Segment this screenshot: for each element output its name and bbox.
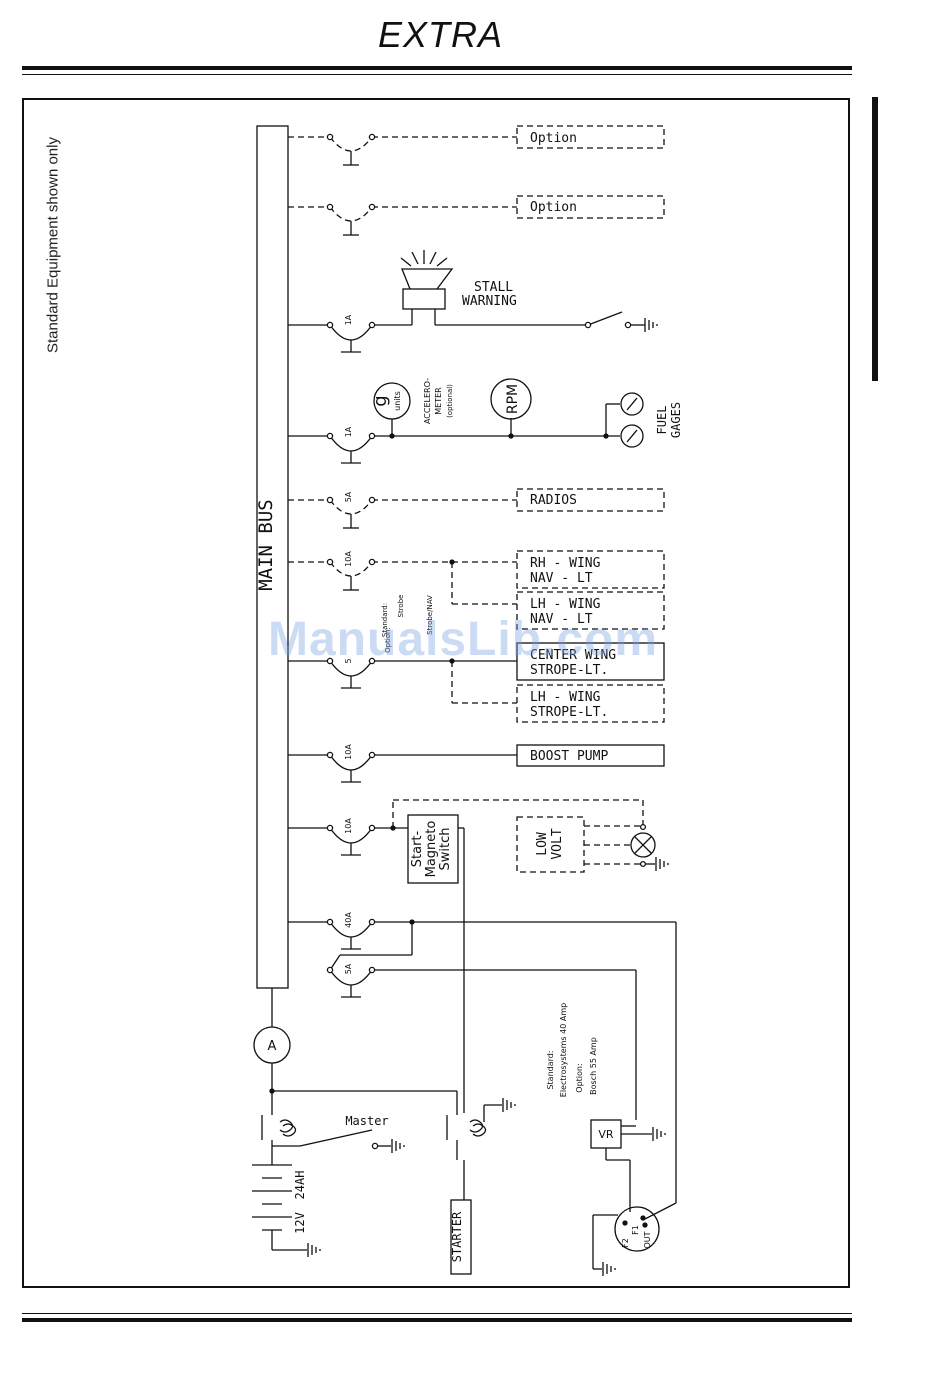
low-volt-line1: LOW — [535, 832, 550, 856]
start-switch-line1: Start- — [410, 830, 425, 867]
start-switch-line2: Magneto — [424, 821, 439, 878]
footer-rule-thick — [22, 1318, 852, 1322]
accelerometer-line1: ACCELERO- — [423, 378, 432, 424]
breaker-starter-label: 10A — [344, 818, 353, 834]
breaker-field-label: 5A — [344, 963, 353, 974]
rpm-label: RPM — [505, 384, 521, 414]
lh-wing-strobe-line1: LH - WING — [530, 690, 601, 705]
accelerometer-line3: (optional) — [446, 384, 454, 418]
accelerometer-units: units — [393, 391, 402, 411]
alternator-note-2: Electrosystems 40 Amp — [559, 1003, 568, 1097]
alt-terminal-f2: F2 — [621, 1238, 630, 1248]
footer-rule-thin — [22, 1313, 852, 1314]
accelerometer-symbol: g — [370, 395, 391, 406]
battery-capacity: 24AH — [293, 1171, 307, 1200]
alt-terminal-out: OUT — [643, 1231, 652, 1248]
diagram-frame — [22, 98, 850, 1288]
low-volt-line2: VOLT — [550, 828, 565, 859]
main-bus-label: MAIN BUS — [255, 499, 277, 591]
option-1-label: Option — [530, 131, 577, 146]
start-switch-line3: Switch — [438, 828, 453, 871]
option-1-branch — [288, 125, 665, 152]
alt-terminal-f1: F1 — [631, 1225, 640, 1235]
fuel-gages-line1: FUEL — [655, 406, 669, 435]
radios-label: RADIOS — [530, 493, 577, 508]
watermark: ManualsLib.com — [268, 613, 659, 666]
starter-label: STARTER — [450, 1211, 464, 1262]
boost-pump-label: BOOST PUMP — [530, 749, 608, 764]
alternator-note-3: Option: — [575, 1063, 584, 1092]
lh-wing-nav-line2: NAV - LT — [530, 612, 593, 627]
breaker-nav-label: 10A — [344, 551, 353, 567]
option-2-label: Option — [530, 200, 577, 215]
breaker-stall-label: 1A — [344, 314, 353, 325]
rh-wing-nav-line2: NAV - LT — [530, 571, 593, 586]
option-2-branch — [288, 195, 665, 222]
strobe-branch — [288, 642, 665, 689]
section-sidebar-bar — [872, 97, 878, 381]
strobe-note-4: Strobe/NAV — [426, 595, 434, 635]
rh-wing-nav-line1: RH - WING — [530, 556, 601, 571]
center-strobe-line1: CENTER WING — [530, 648, 616, 663]
alternator-note-4: Bosch 55 Amp — [589, 1037, 598, 1095]
radios-branch — [288, 488, 665, 515]
battery-voltage: 12V — [293, 1212, 307, 1234]
strobe-note-2: Strobe — [397, 595, 405, 618]
strobe-note-1: Standard: — [381, 603, 389, 637]
alternator-note-1: Standard: — [546, 1050, 555, 1089]
stall-warning-branch — [288, 250, 645, 353]
power-source — [252, 988, 502, 1275]
master-label: Master — [345, 1114, 388, 1128]
lh-wing-nav-line1: LH - WING — [530, 597, 601, 612]
fuel-gages-line2: GAGES — [669, 402, 683, 438]
breaker-alternator-label: 40A — [344, 912, 353, 928]
nav-lights-branch — [288, 550, 665, 630]
strobe-option-branch — [451, 661, 665, 723]
instruments-branch — [288, 378, 644, 464]
alternator-branch — [288, 921, 677, 1220]
vr-label: VR — [598, 1128, 614, 1141]
lh-wing-strobe-line2: STROPE-LT. — [530, 705, 608, 720]
stall-warning-line2: WARNING — [462, 294, 517, 309]
stall-warning-line1: STALL — [474, 280, 513, 295]
breaker-boost-label: 10A — [344, 744, 353, 760]
strobe-note-3: Option: — [384, 627, 392, 653]
breaker-strobe-label: 5 — [344, 658, 353, 663]
brand-logo: EXTRA — [378, 14, 504, 55]
breaker-radios-label: 5A — [344, 491, 353, 502]
header-rule-thin — [22, 74, 852, 75]
low-volt-dashed — [392, 799, 644, 873]
header-rule-thick — [22, 66, 852, 70]
ammeter-label: A — [268, 1039, 277, 1054]
regulator-alternator — [590, 1119, 660, 1270]
center-strobe-line2: STROPE-LT. — [530, 663, 608, 678]
breaker-accel-label: 1A — [344, 426, 353, 437]
field-branch — [329, 969, 637, 1120]
boost-pump-branch — [288, 744, 665, 783]
accelerometer-line2: METER — [434, 387, 443, 415]
